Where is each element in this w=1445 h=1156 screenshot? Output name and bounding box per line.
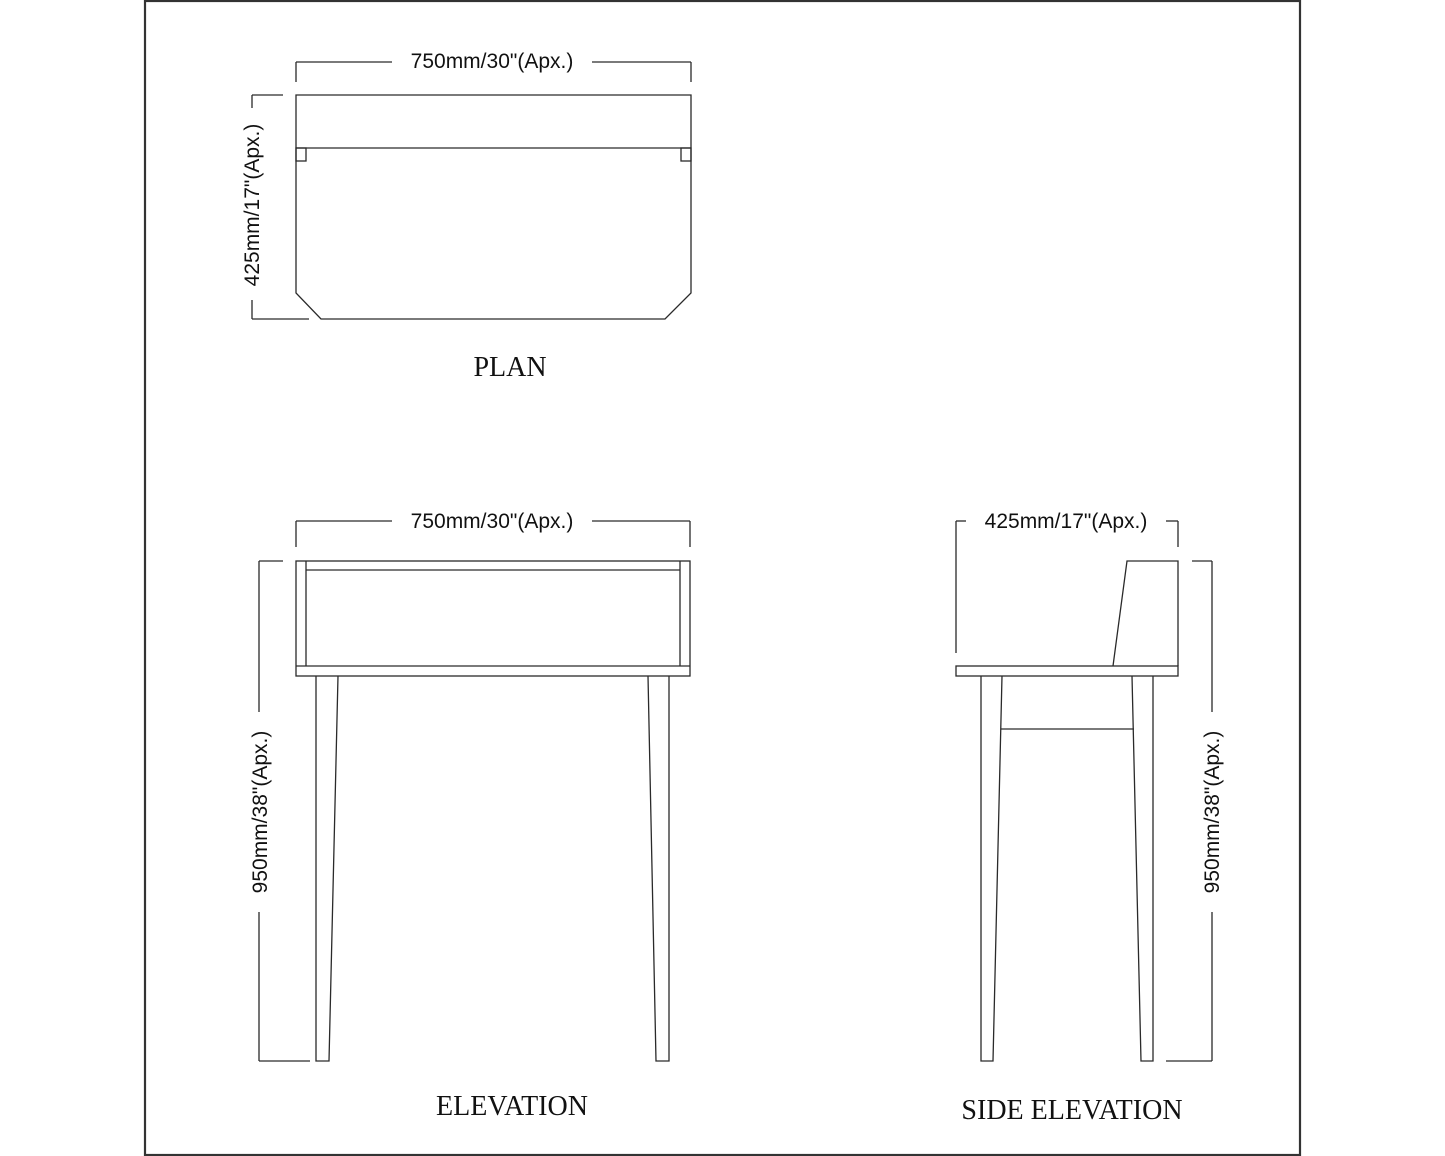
side-leg-back <box>1131 675 1154 1062</box>
plan-title: PLAN <box>473 352 546 383</box>
side-back-panel <box>1112 560 1179 667</box>
plan-width-dimension: 750mm/30"(Apx.) <box>295 50 692 82</box>
side-tabletop <box>955 665 1179 677</box>
side-height-dimension: 950mm/38"(Apx.) <box>1166 560 1224 1062</box>
side-depth-dimension: 425mm/17"(Apx.) <box>955 510 1179 653</box>
elevation-leg-right <box>647 675 670 1062</box>
side-elevation-view: 425mm/17"(Apx.) 950mm/38"(Apx.) SIDE ELE… <box>955 510 1224 1126</box>
plan-depth-label: 425mm/17"(Apx.) <box>241 124 264 287</box>
elevation-width-dimension: 750mm/30"(Apx.) <box>295 510 691 547</box>
drawing-frame <box>143 0 1302 1156</box>
elevation-view: 750mm/30"(Apx.) 950mm/38"(Apx.) ELEVATIO… <box>249 510 691 1122</box>
elevation-height-dimension: 950mm/38"(Apx.) <box>249 560 310 1062</box>
elevation-leg-left <box>315 675 339 1062</box>
elevation-cabinet <box>295 560 691 677</box>
side-elevation-title: SIDE ELEVATION <box>961 1095 1182 1126</box>
side-leg-front <box>980 675 1003 1062</box>
side-depth-label: 425mm/17"(Apx.) <box>985 510 1148 533</box>
elevation-height-label: 950mm/38"(Apx.) <box>249 731 272 894</box>
plan-view: 750mm/30"(Apx.) 425mm/17"(Apx.) PLAN <box>241 50 692 383</box>
elevation-title: ELEVATION <box>436 1091 588 1122</box>
plan-width-label: 750mm/30"(Apx.) <box>411 50 574 73</box>
side-height-label: 950mm/38"(Apx.) <box>1201 731 1224 894</box>
plan-depth-dimension: 425mm/17"(Apx.) <box>241 94 309 320</box>
plan-outline <box>295 94 692 320</box>
elevation-width-label: 750mm/30"(Apx.) <box>411 510 574 533</box>
